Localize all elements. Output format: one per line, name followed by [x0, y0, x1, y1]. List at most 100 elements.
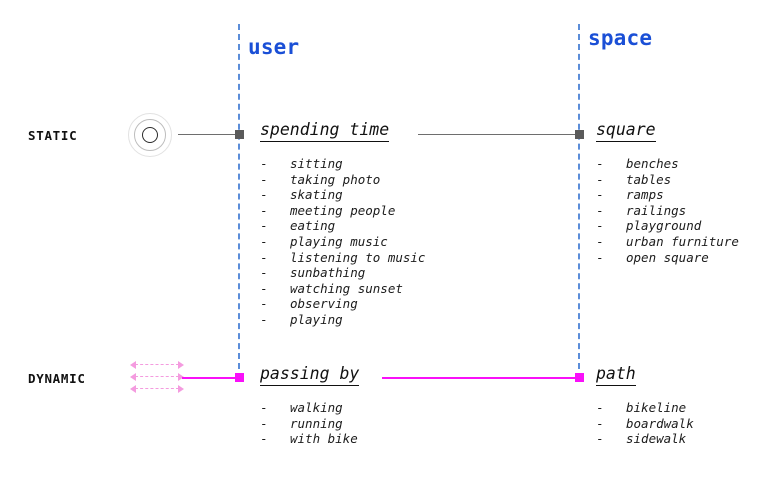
list-item-label: meeting people	[290, 202, 396, 218]
column-axis-user	[238, 24, 240, 379]
bullet-dash: -	[596, 155, 604, 171]
list-item-label: tables	[626, 171, 672, 187]
list-item: - tables	[596, 172, 739, 188]
arrowhead-right	[178, 384, 184, 393]
arrow-shaft	[135, 376, 179, 377]
list-item-label: benches	[626, 155, 679, 171]
list-item-label: observing	[290, 296, 358, 312]
bullet-dash: -	[596, 171, 604, 187]
arrowhead-left	[130, 372, 136, 381]
list-item-label: open square	[626, 249, 709, 265]
concentric-circles-icon	[128, 113, 172, 157]
arrowhead-left	[130, 384, 136, 393]
cell-title-path: path	[596, 364, 636, 386]
bullet-dash: -	[260, 202, 268, 218]
bullet-dash: -	[596, 233, 604, 249]
bullet-dash: -	[260, 311, 268, 327]
list-item: - walking	[260, 400, 359, 416]
cell-user-static: spending time -sitting -taking photo -sk…	[260, 120, 425, 328]
connector-dynamic-icon-to-user	[182, 377, 242, 379]
cell-title-passing-by: passing by	[260, 364, 360, 386]
list-item-label: sitting	[290, 155, 343, 171]
list-item: - sidewalk	[596, 431, 694, 447]
list-item: - railings	[596, 203, 739, 219]
list-item: - playing	[260, 312, 425, 328]
list-item-label: listening to music	[290, 249, 426, 265]
connector-static-icon-to-user	[178, 134, 240, 135]
list-item-label: playground	[626, 218, 702, 234]
cell-space-static: square -benches -tables -ramps -railings…	[596, 120, 739, 265]
bullet-dash: -	[596, 399, 604, 415]
node-space-dynamic	[575, 373, 584, 382]
list-item: - boardwalk	[596, 416, 694, 432]
bullet-dash: -	[260, 296, 268, 312]
bullet-dash: -	[260, 187, 268, 203]
arrow-shaft	[135, 388, 179, 389]
list-item-label: sunbathing	[290, 265, 366, 281]
bullet-dash: -	[260, 415, 268, 431]
arrow-shaft	[135, 364, 179, 365]
column-title-user: user	[248, 35, 300, 59]
node-user-static	[235, 130, 244, 139]
bullet-dash: -	[596, 202, 604, 218]
bullet-dash: -	[260, 249, 268, 265]
list-item-label: taking photo	[290, 171, 381, 187]
list-item: - sitting	[260, 156, 425, 172]
list-item-label: playing music	[290, 233, 388, 249]
list-item: - running	[260, 416, 359, 432]
node-space-static	[575, 130, 584, 139]
cell-list-user-static: -sitting -taking photo -skating -meeting…	[260, 156, 425, 328]
circle-ring-middle	[134, 119, 166, 151]
list-item-label: boardwalk	[626, 415, 694, 431]
cell-list-user-dynamic: - walking - running - with bike	[260, 400, 359, 447]
cell-list-space-static: -benches -tables -ramps -railings -playg…	[596, 156, 739, 265]
arrowhead-left	[130, 360, 136, 369]
connector-dynamic-user-to-space	[382, 377, 582, 379]
list-item: -taking photo	[260, 172, 425, 188]
list-item-label: running	[290, 415, 343, 431]
list-item-label: sidewalk	[626, 431, 687, 447]
list-item: -playground	[596, 218, 739, 234]
bullet-dash: -	[260, 280, 268, 296]
column-title-space: space	[588, 26, 653, 50]
list-item: -watching sunset	[260, 281, 425, 297]
bullet-dash: -	[596, 187, 604, 203]
list-item-label: bikeline	[626, 399, 687, 415]
node-user-dynamic	[235, 373, 244, 382]
dashed-double-arrow-icon	[130, 372, 184, 381]
bullet-dash: -	[260, 265, 268, 281]
list-item: - with bike	[260, 431, 359, 447]
list-item-label: walking	[290, 399, 343, 415]
list-item: - meeting people	[260, 203, 425, 219]
circle-ring-inner	[142, 127, 158, 143]
list-item-label: playing	[290, 311, 343, 327]
list-item: - eating	[260, 218, 425, 234]
bullet-dash: -	[260, 233, 268, 249]
circle-ring-outer	[128, 113, 172, 157]
list-item: - sunbathing	[260, 265, 425, 281]
row-label-dynamic: DYNAMIC	[28, 371, 86, 386]
list-item: - observing	[260, 296, 425, 312]
list-item-label: skating	[290, 187, 343, 203]
list-item: - skating	[260, 187, 425, 203]
list-item: - ramps	[596, 187, 739, 203]
cell-user-dynamic: passing by - walking - running - with bike	[260, 364, 360, 447]
bullet-dash: -	[260, 155, 268, 171]
dashed-double-arrow-icon	[130, 384, 184, 393]
list-item-label: railings	[626, 202, 687, 218]
list-item-label: eating	[290, 218, 336, 234]
arrowhead-right	[178, 372, 184, 381]
bullet-dash: -	[260, 399, 268, 415]
list-item: - open square	[596, 250, 739, 266]
list-item-label: ramps	[626, 187, 664, 203]
bullet-dash: -	[260, 431, 268, 447]
bullet-dash: -	[596, 431, 604, 447]
list-item-label: with bike	[290, 431, 358, 447]
bullet-dash: -	[260, 218, 268, 234]
list-item: - playing music	[260, 234, 425, 250]
bullet-dash: -	[596, 249, 604, 265]
column-axis-space	[578, 24, 580, 379]
cell-title-spending-time: spending time	[260, 120, 390, 142]
bullet-dash: -	[596, 415, 604, 431]
